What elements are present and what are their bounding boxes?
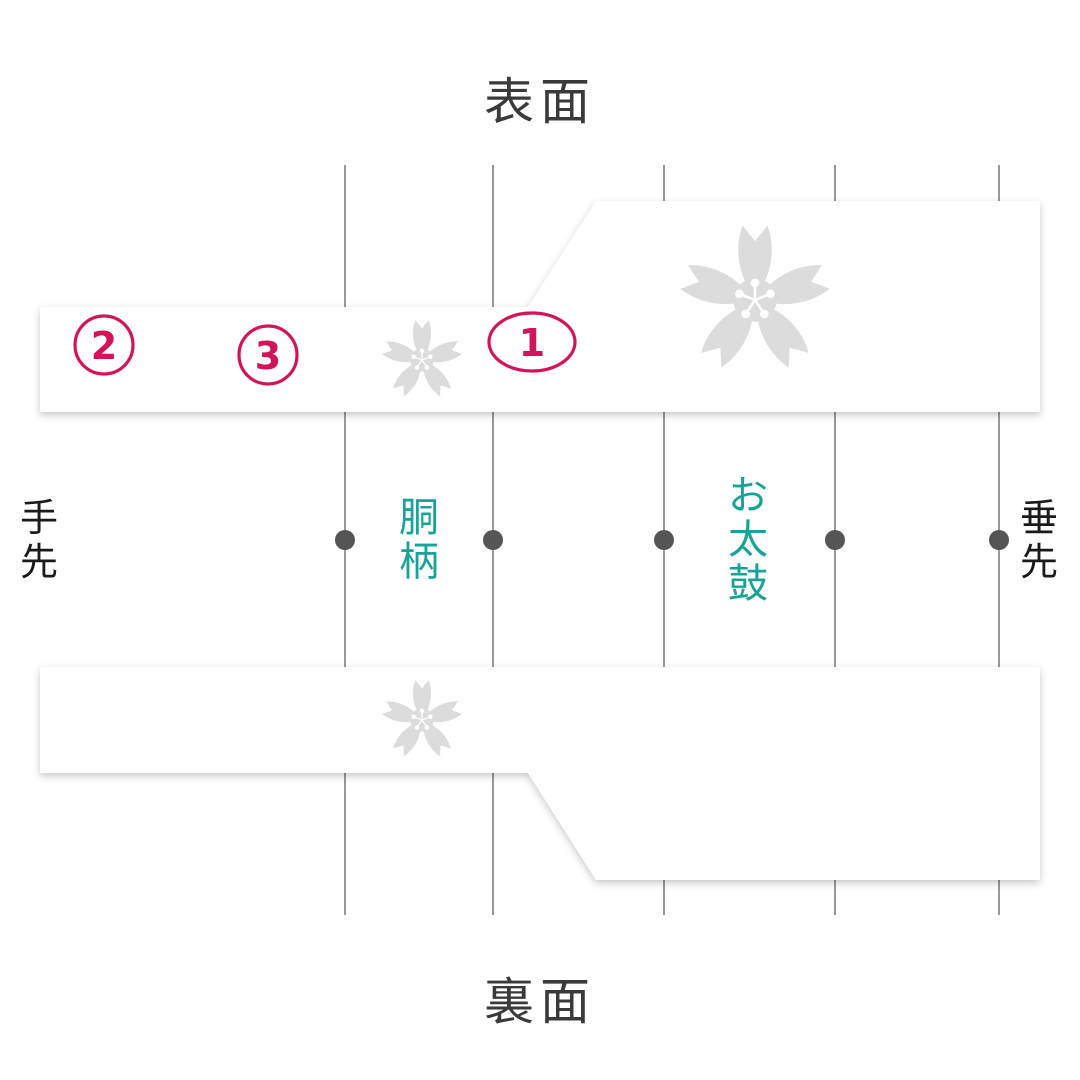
taresaki-label-char: 先 xyxy=(1019,540,1058,584)
dougara-label-char: 柄 xyxy=(399,539,439,585)
tesaki-label-char: 手 xyxy=(19,496,58,540)
tesaki-label: 手 先 xyxy=(14,496,64,584)
taresaki-label: 垂 先 xyxy=(1014,496,1064,584)
dot-icon xyxy=(483,530,503,550)
taresaki-label-char: 垂 xyxy=(1019,496,1058,540)
marker-3: 3 xyxy=(255,334,281,378)
dot-icon xyxy=(989,530,1009,550)
marker-3-ring xyxy=(237,324,299,386)
dot-icon xyxy=(654,530,674,550)
marker-1: 1 xyxy=(519,321,545,365)
marker-1-ring xyxy=(487,311,577,373)
otaiko-label-char: お xyxy=(728,473,768,519)
marker-2: 2 xyxy=(91,324,117,368)
back-obi-band xyxy=(40,667,1040,880)
marker-2-ring xyxy=(73,314,135,376)
front-side-heading: 表面 xyxy=(484,73,596,131)
dougara-label: 胴 柄 xyxy=(389,496,449,584)
dot-icon xyxy=(825,530,845,550)
otaiko-label: お 太 鼓 xyxy=(718,474,778,606)
position-dots xyxy=(335,530,1009,550)
back-side-heading: 裏面 xyxy=(484,973,596,1031)
front-obi-band xyxy=(40,201,1040,412)
otaiko-label-char: 太 xyxy=(728,517,768,563)
dot-icon xyxy=(335,530,355,550)
tesaki-label-char: 先 xyxy=(19,540,58,584)
dougara-label-char: 胴 xyxy=(399,495,439,541)
otaiko-label-char: 鼓 xyxy=(728,561,768,607)
